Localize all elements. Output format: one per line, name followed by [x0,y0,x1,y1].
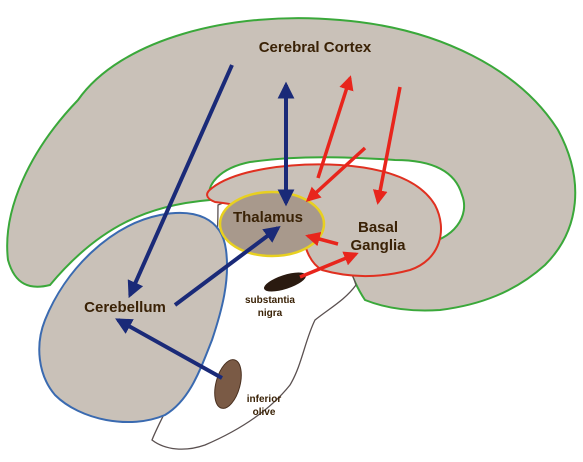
substantia-nigra-label-line2: nigra [258,308,283,319]
inferior-olive-label-line1: inferior [247,394,282,405]
substantia-nigra-label-line1: substantia [245,295,295,306]
basal-ganglia-label-line2: Ganglia [350,237,406,254]
basal-ganglia-label-line1: Basal [358,219,398,236]
cortex-label: Cerebral Cortex [259,39,372,56]
thalamus-label: Thalamus [233,209,303,226]
cerebellum-label: Cerebellum [84,299,166,316]
inferior-olive-label-line2: olive [253,407,276,418]
